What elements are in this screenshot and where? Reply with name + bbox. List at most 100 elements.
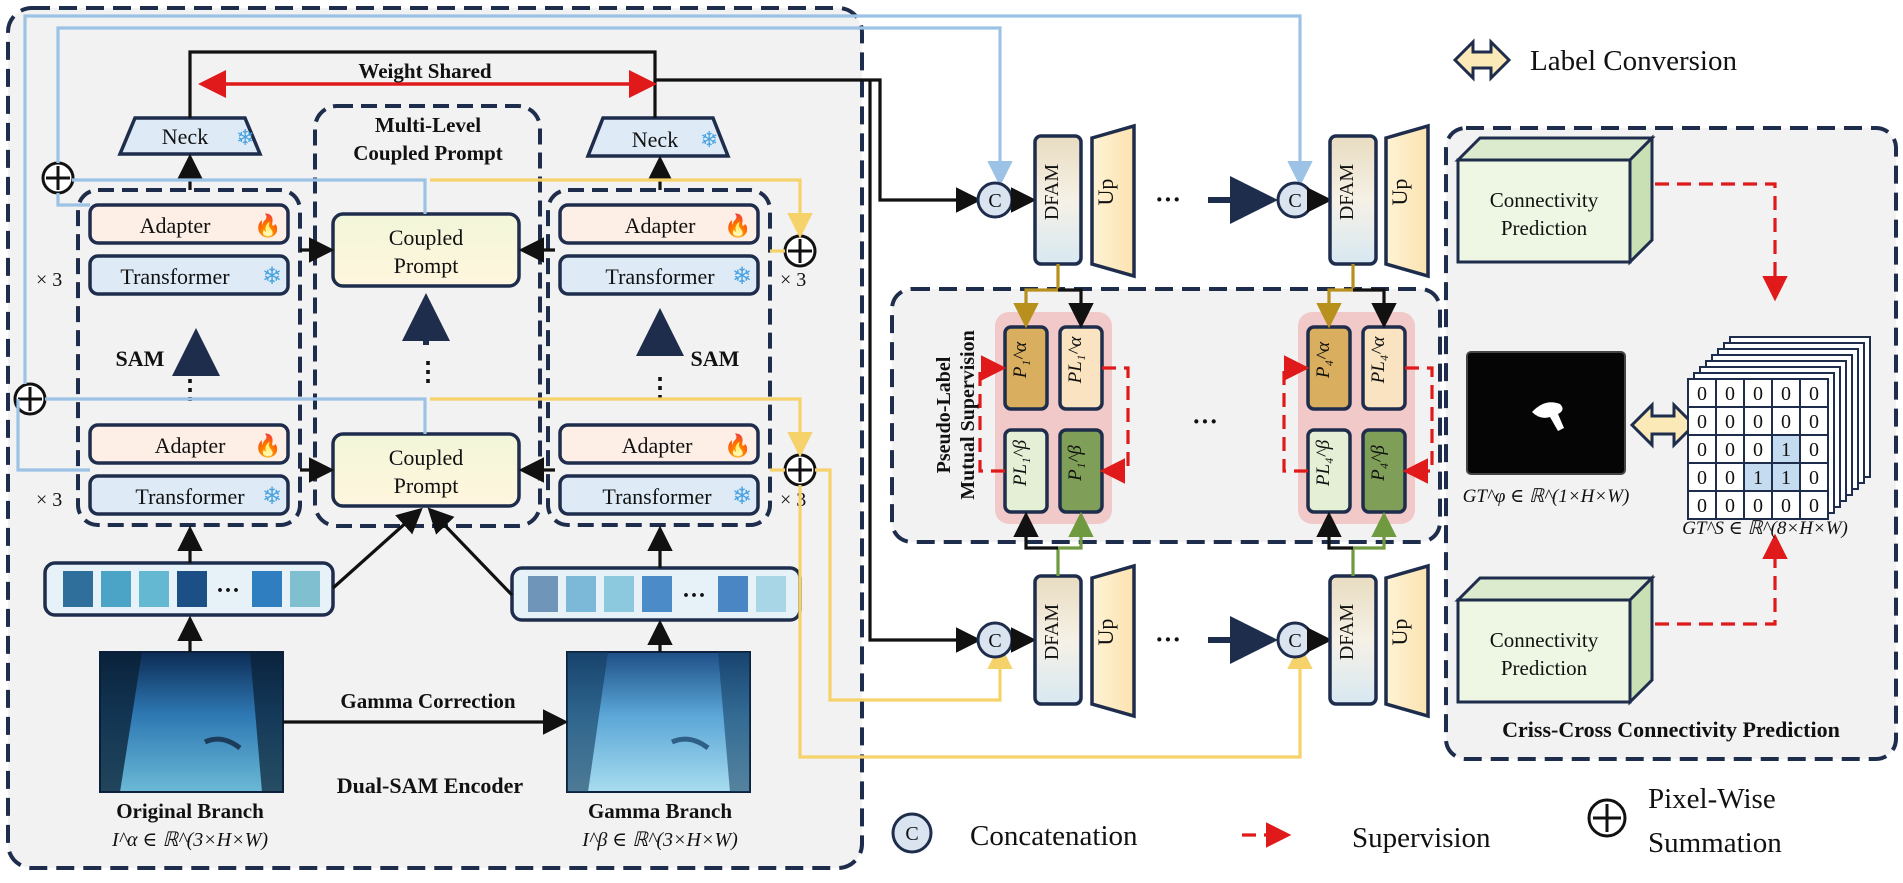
plms-group-4: P₄^α PL₄^α PL₄^β P₄^β <box>1298 312 1415 524</box>
coupled-prompt-label-line1: Coupled <box>389 225 464 250</box>
p1-alpha-label: P₁^α <box>1010 341 1031 379</box>
sam-label: SAM <box>116 346 165 371</box>
repeat-x3-label: × 3 <box>780 269 806 291</box>
decoder-ellipsis: ··· <box>1155 185 1181 214</box>
pl4-alpha-label: PL₄^α <box>1368 336 1389 385</box>
up-label: Up <box>1387 179 1412 206</box>
neck-block-right <box>585 116 731 158</box>
matrix-cell-value: 0 <box>1697 411 1707 433</box>
decoder-ellipsis: ··· <box>1155 625 1181 654</box>
up-block <box>1384 563 1430 719</box>
matrix-cell-value: 0 <box>1809 383 1819 405</box>
matrix-cell-value: 0 <box>1781 495 1791 517</box>
connectivity-prediction-bottom: Connectivity Prediction <box>1454 574 1656 706</box>
vertical-ellipsis: ⋮ <box>647 373 673 402</box>
snowflake-icon: ❄ <box>236 125 254 150</box>
dfam-label: DFAM <box>1041 164 1063 221</box>
dfam-label: DFAM <box>1041 604 1063 661</box>
plms-title-line2: Mutual Supervision <box>957 330 979 499</box>
matrix-cell-value: 0 <box>1697 495 1707 517</box>
matrix-cell-value: 0 <box>1697 383 1707 405</box>
gamma-branch-formula: I^β ∈ ℝ^(3×H×W) <box>581 829 738 851</box>
adapter-label: Adapter <box>622 433 694 458</box>
circle-c-icon: C <box>976 181 1014 219</box>
matrix-cell-value: 0 <box>1725 383 1735 405</box>
repeat-x3-label: × 3 <box>36 269 62 291</box>
legend-supervision-text: Supervision <box>1352 822 1491 854</box>
cccp-title: Criss-Cross Connectivity Prediction <box>1502 717 1840 742</box>
up-label: Up <box>1093 619 1118 646</box>
matrix-cell-value: 0 <box>1725 495 1735 517</box>
up-label: Up <box>1093 179 1118 206</box>
double-arrow-icon <box>1452 38 1512 82</box>
dfam-label: DFAM <box>1336 604 1358 661</box>
legend-label-conversion-text: Label Conversion <box>1530 45 1737 77</box>
patch-row-right: ··· <box>510 566 802 622</box>
matrix-cell-value: 1 <box>1753 467 1763 489</box>
connectivity-label-line1: Connectivity <box>1490 628 1599 652</box>
up-block <box>1384 123 1430 279</box>
matrix-cell-value: 0 <box>1725 467 1735 489</box>
sam-label: SAM <box>691 346 740 371</box>
legend-label-conversion: Label Conversion <box>1452 38 1737 82</box>
transformer-block <box>558 254 760 296</box>
legend-concatenation: C Concatenation <box>891 812 1138 854</box>
circle-plus-icon <box>41 161 75 195</box>
right-sam-stack: Adapter 🔥 Transformer ❄ SAM ⋮ Adapter 🔥 … <box>546 188 772 527</box>
gt-phi-mask <box>1466 351 1626 475</box>
gamma-branch-label: Gamma Branch <box>588 799 732 823</box>
pl4-beta-label: PL₄^β <box>1313 439 1334 487</box>
dual-sam-encoder-title: Dual-SAM Encoder <box>337 773 524 798</box>
p1-beta-label: P₁^β <box>1065 445 1086 482</box>
snowflake-icon: ❄ <box>262 264 282 290</box>
vertical-ellipsis: ⋮ <box>415 357 441 386</box>
matrix-cell-value: 1 <box>1781 439 1791 461</box>
matrix-cell <box>1799 406 1829 436</box>
connectivity-label-line2: Prediction <box>1501 216 1588 240</box>
matrix-cell <box>1799 434 1829 464</box>
matrix-cell <box>1743 434 1773 464</box>
matrix-cell-value: 0 <box>1781 383 1791 405</box>
pl1-beta-label: PL₁^β <box>1010 439 1031 487</box>
coupled-prompt-label-line2: Prompt <box>394 473 459 498</box>
gamma-image <box>566 651 751 793</box>
coupled-prompt-label-line2: Prompt <box>394 253 459 278</box>
connectivity-label-line2: Prediction <box>1501 656 1588 680</box>
transformer-block <box>88 474 290 516</box>
original-image <box>99 651 284 793</box>
concat-symbol: C <box>988 190 1001 212</box>
patch-ellipsis: ··· <box>682 583 706 609</box>
neck-block-left <box>117 116 263 156</box>
plms-title-line1: Pseudo-Label <box>933 356 955 473</box>
circle-c-icon: C <box>891 812 933 854</box>
circle-plus-icon <box>783 453 817 487</box>
connectivity-prediction-top: Connectivity Prediction <box>1454 134 1656 266</box>
plms-ellipsis: ··· <box>1192 407 1218 436</box>
adapter-label: Adapter <box>140 213 212 238</box>
neck-label: Neck <box>632 127 678 152</box>
legend-pixelwise-summation: Pixel-Wise Summation <box>1587 783 1782 859</box>
left-sam-stack: Adapter 🔥 Transformer ❄ SAM ⋮ Adapter 🔥 … <box>76 188 302 527</box>
legend-pixelwise-line1: Pixel-Wise <box>1648 783 1776 815</box>
matrix-cell-value: 0 <box>1809 439 1819 461</box>
adapter-block <box>558 423 760 465</box>
transformer-label: Transformer <box>135 484 245 509</box>
pl1-alpha-label: PL₁^α <box>1065 336 1086 385</box>
matrix-cell <box>1687 462 1717 492</box>
p4-beta-label: P₄^β <box>1368 445 1389 482</box>
p4-alpha-label: P₄^α <box>1313 341 1334 379</box>
adapter-label: Adapter <box>155 433 227 458</box>
matrix-cell-value: 0 <box>1725 439 1735 461</box>
matrix-cell <box>1687 434 1717 464</box>
patch-row-left: ··· <box>43 561 335 617</box>
snowflake-icon: ❄ <box>732 264 752 290</box>
concat-symbol: C <box>905 823 918 845</box>
legend-concatenation-text: Concatenation <box>970 820 1138 852</box>
neck-label: Neck <box>162 124 208 149</box>
matrix-cell-value: 0 <box>1809 467 1819 489</box>
adapter-label: Adapter <box>625 213 697 238</box>
transformer-block <box>88 254 290 296</box>
circle-c-icon: C <box>976 621 1014 659</box>
